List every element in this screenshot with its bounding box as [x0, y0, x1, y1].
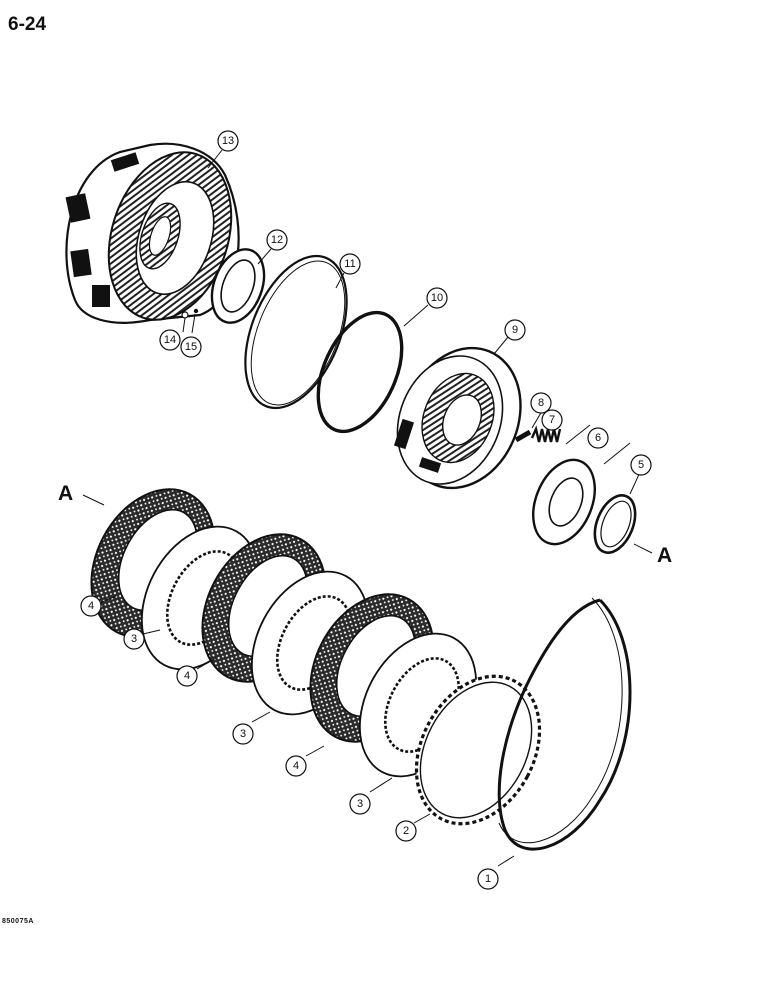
figure-code: 850075A — [2, 918, 34, 925]
seal-ring-large-part — [244, 254, 348, 410]
drum-part — [65, 142, 240, 324]
callout-3: 3 — [349, 793, 371, 815]
svg-text:1: 1 — [485, 873, 491, 885]
retaining-ring-part — [497, 597, 632, 851]
svg-text:3: 3 — [131, 633, 137, 645]
check-valve-part — [193, 308, 199, 314]
washer-part — [532, 458, 596, 546]
callout-4: 4 — [80, 595, 102, 617]
callout-6: 6 — [587, 427, 609, 449]
svg-text:8: 8 — [538, 397, 544, 409]
callout-2: 2 — [395, 820, 417, 842]
ball-part — [181, 311, 189, 319]
callout-4: 4 — [176, 665, 198, 687]
callout-3: 3 — [123, 628, 145, 650]
svg-text:3: 3 — [357, 798, 363, 810]
svg-text:3: 3 — [240, 728, 246, 740]
callout-7: 7 — [541, 409, 563, 431]
svg-text:6: 6 — [595, 432, 601, 444]
callout-13: 13 — [217, 130, 239, 152]
svg-text:7: 7 — [549, 414, 555, 426]
callout-4: 4 — [285, 755, 307, 777]
svg-text:4: 4 — [293, 760, 299, 772]
callout-11: 11 — [339, 253, 361, 275]
svg-text:10: 10 — [431, 292, 443, 304]
pressure-plate-part — [414, 674, 542, 826]
svg-text:4: 4 — [88, 600, 94, 612]
callout-12: 12 — [266, 229, 288, 251]
svg-text:11: 11 — [344, 258, 355, 270]
spring-retainer-part — [514, 429, 532, 443]
callout-9: 9 — [504, 319, 526, 341]
snap-ring-part — [593, 494, 637, 554]
svg-text:9: 9 — [512, 324, 518, 336]
callout-14: 14 — [159, 329, 181, 351]
callout-8: 8 — [530, 392, 552, 414]
callout-1: 1 — [477, 868, 499, 890]
svg-text:15: 15 — [185, 341, 197, 353]
svg-text:14: 14 — [164, 334, 176, 346]
svg-text:2: 2 — [403, 825, 409, 837]
piston-part — [393, 346, 522, 490]
svg-text:5: 5 — [638, 459, 644, 471]
svg-text:12: 12 — [271, 234, 283, 246]
thrust-washer-part — [210, 248, 266, 324]
callout-15: 15 — [180, 336, 202, 358]
callout-3: 3 — [232, 723, 254, 745]
spring-part — [530, 425, 562, 443]
svg-text:13: 13 — [222, 135, 234, 147]
callout-10: 10 — [426, 287, 448, 309]
reference-letter-a: A — [657, 544, 672, 567]
seal-ring-small-part — [316, 310, 404, 434]
svg-text:4: 4 — [184, 670, 190, 682]
callout-5: 5 — [630, 454, 652, 476]
reference-letter-a: A — [58, 482, 73, 505]
page-number: 6-24 — [8, 14, 47, 35]
